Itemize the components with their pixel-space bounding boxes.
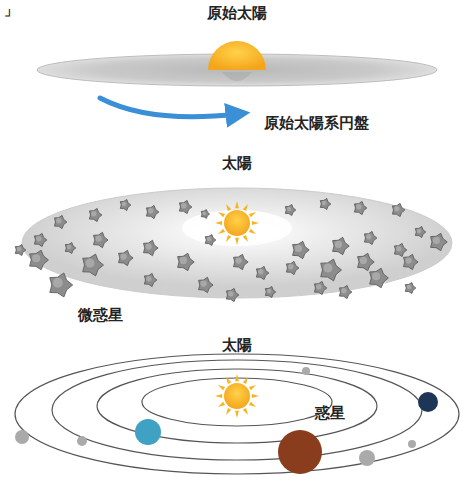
planet-label: 惑星 xyxy=(315,404,345,422)
sun xyxy=(215,374,259,418)
disk-label: 原始太陽系円盤 xyxy=(264,114,369,132)
rotation-arrow xyxy=(100,98,238,117)
planetesimals xyxy=(15,199,447,302)
sun xyxy=(215,201,259,245)
sun-label: 太陽 xyxy=(222,336,252,354)
proto-sun xyxy=(208,41,266,70)
proto-sun-panel xyxy=(37,41,437,117)
planetesimal-label: 微惑星 xyxy=(78,306,123,324)
proto-sun-label: 原始太陽 xyxy=(207,4,267,22)
sun-label: 太陽 xyxy=(222,154,252,172)
cropped-mark: 」 xyxy=(4,2,18,19)
planet-panel xyxy=(15,354,459,474)
planetesimal-panel xyxy=(15,188,452,302)
planets xyxy=(15,367,438,474)
